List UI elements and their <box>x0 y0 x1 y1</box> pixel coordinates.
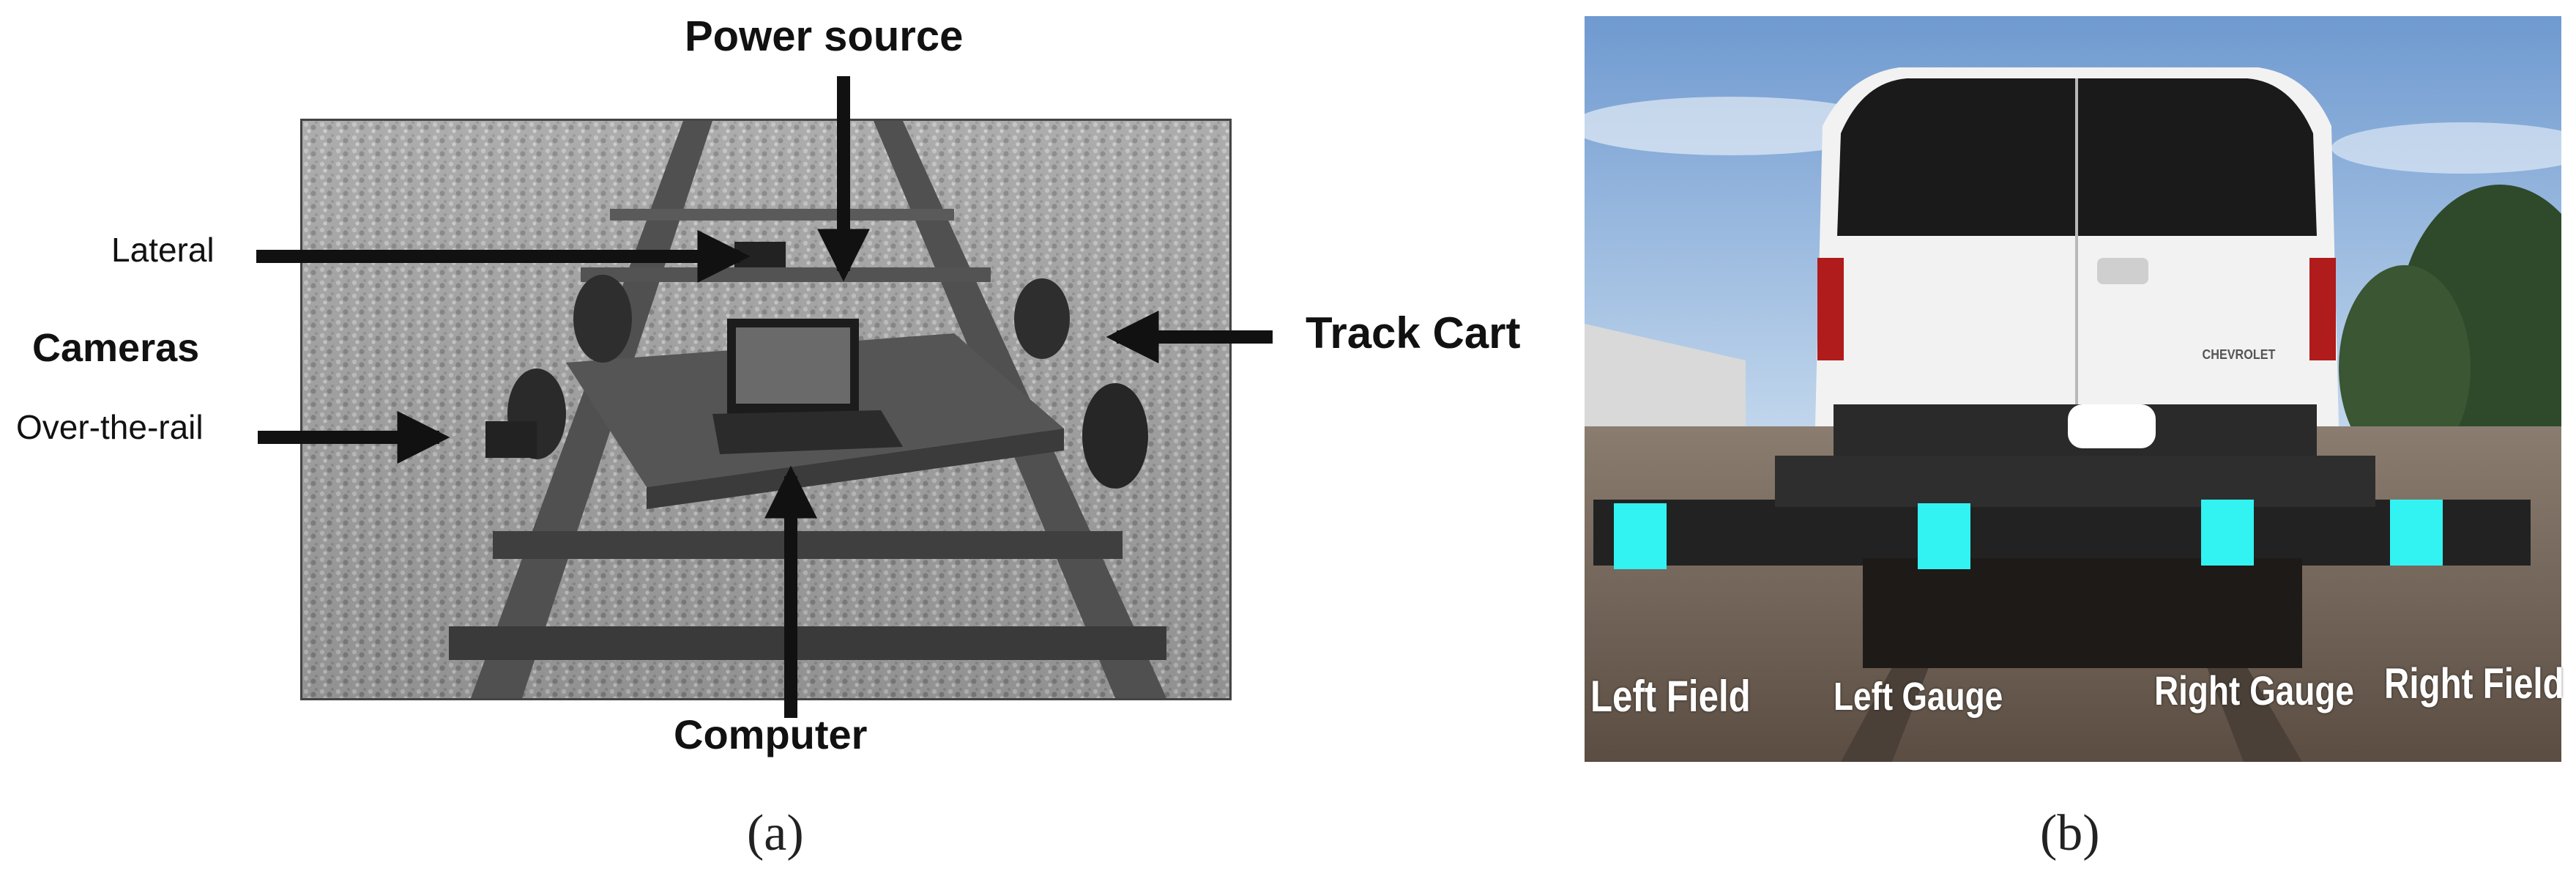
caption-b: (b) <box>2040 805 2100 861</box>
over-the-rail-camera-label: Over-the-rail <box>16 408 204 446</box>
caption-a: (a) <box>747 805 804 861</box>
right-gauge-label: Right Gauge <box>2154 667 2354 714</box>
computer-label: Computer <box>674 711 868 757</box>
left-field-label: Left Field <box>1590 672 1751 721</box>
left-gauge-label: Left Gauge <box>1834 675 2003 719</box>
cameras-label: Cameras <box>32 326 200 370</box>
vehicle-badge: CHEVROLET <box>2202 347 2276 362</box>
track-cart-label: Track Cart <box>1306 308 1521 357</box>
lateral-camera-label: Lateral <box>111 231 215 269</box>
right-field-label: Right Field <box>2384 660 2564 708</box>
power-source-label: Power source <box>685 12 964 60</box>
track-cart-photo <box>300 119 1232 700</box>
hi-rail-vehicle-photo <box>1585 16 2561 762</box>
